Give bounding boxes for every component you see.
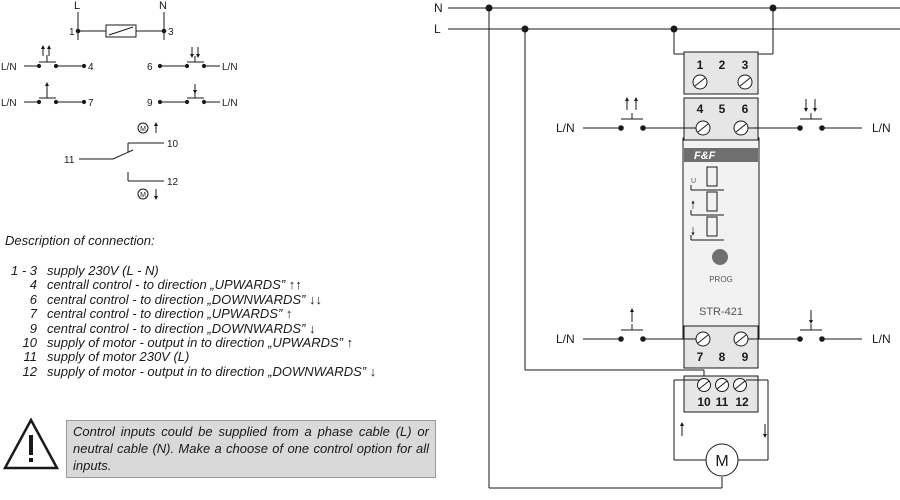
connection-code: 6 <box>29 291 37 307</box>
terminal-1: 1 <box>697 58 704 72</box>
warning-note: Control inputs could be supplied from a … <box>66 420 436 478</box>
list-item: 11 supply of motor 230V (L) <box>5 349 376 365</box>
connection-text: supply of motor 230V (L) <box>47 349 190 365</box>
terminal-10: 10 <box>697 395 711 409</box>
terminal-7: 7 <box>697 350 704 364</box>
connection-text: central control - to direction „DOWNWARD… <box>47 320 316 336</box>
description-title: Description of connection: <box>5 233 155 248</box>
schematic-terminal-3: 3 <box>168 27 174 38</box>
brand-logo: F&F <box>694 150 716 162</box>
terminal-3: 3 <box>742 58 749 72</box>
switch-dots-7-9 <box>618 336 825 342</box>
ln-label-6: L/N <box>872 121 891 135</box>
schematic-terminal-7: 7 <box>88 98 94 109</box>
schematic-input-6 <box>157 47 220 69</box>
list-item: 1 - 3 supply 230V (L - N) <box>5 263 376 278</box>
schematic-terminal-9: 9 <box>147 98 153 109</box>
model-label: STR-421 <box>699 306 743 318</box>
schematic-relay <box>79 122 164 200</box>
connection-code: 10 <box>22 335 37 351</box>
connection-code: 4 <box>29 277 37 293</box>
junction-n-2 <box>769 4 777 12</box>
connection-list: 1 - 3 supply 230V (L - N) 4 centrall contr… <box>5 263 377 379</box>
schematic-terminal-11: 11 <box>64 155 75 166</box>
schematic-ln-6: L/N <box>222 62 238 73</box>
junction-l-2 <box>670 25 678 33</box>
terminal-block-low <box>683 325 759 369</box>
brand-band <box>684 148 758 162</box>
schematic-label-l: L <box>74 0 80 12</box>
list-item: 6 central control - to direction „DOWNWAR… <box>5 291 376 307</box>
connection-text: supply 230V (L - N) <box>47 263 159 278</box>
schematic-input-7 <box>24 82 87 105</box>
ln-label-4: L/N <box>556 121 575 135</box>
terminal-4: 4 <box>697 102 704 116</box>
list-item: 9 central control - to direction „DOWNWAR… <box>5 320 376 336</box>
schematic-terminal-4: 4 <box>88 62 94 73</box>
terminal-2: 2 <box>719 58 726 72</box>
motor-symbol <box>705 443 739 477</box>
ln-label-7: L/N <box>556 332 575 346</box>
motor-wiring <box>673 379 769 461</box>
connection-text: central control - to direction „UPWARDS”… <box>47 306 293 322</box>
schematic-terminal-10: 10 <box>167 139 179 150</box>
connection-text: centrall control - to direction „UPWARDS… <box>47 277 302 293</box>
screw-row-top <box>692 74 753 90</box>
line-label-l: L <box>434 22 441 36</box>
connection-code: 12 <box>22 363 37 379</box>
schematic-terminal-1: 1 <box>69 27 75 38</box>
indicator-u-label: U <box>691 178 696 185</box>
connection-text: supply of motor - output in to direction… <box>47 363 377 379</box>
warning-triangle-icon <box>2 417 60 470</box>
device-body <box>682 137 760 339</box>
junction-n-1 <box>485 4 493 12</box>
terminal-11: 11 <box>716 395 729 409</box>
schematic-motor-up: M <box>140 126 146 133</box>
terminal-5: 5 <box>719 102 726 116</box>
terminal-9: 9 <box>742 350 749 364</box>
list-item: 4 centrall control - to direction „UPWARD… <box>5 277 376 293</box>
motor-label: M <box>715 453 728 470</box>
terminal-block-mid <box>683 97 759 141</box>
ln-label-9: L/N <box>872 332 891 346</box>
schematic-input-4 <box>24 45 87 69</box>
screw-row-motor <box>697 378 747 392</box>
schematic-label-n: N <box>159 0 167 12</box>
schematic-input-9 <box>157 84 220 105</box>
connection-code: 1 - 3 <box>10 263 37 278</box>
schematic-ln-7: L/N <box>1 98 17 109</box>
connection-code: 11 <box>23 349 38 365</box>
terminal-6: 6 <box>742 102 749 116</box>
connection-text: central control - to direction „DOWNWARD… <box>47 291 322 307</box>
terminal-8: 8 <box>719 350 726 364</box>
schematic-terminal-6: 6 <box>147 62 153 73</box>
screw-row-low <box>695 331 749 347</box>
terminal-12: 12 <box>735 395 749 409</box>
junction-l-1 <box>521 25 529 33</box>
schematic-terminal-12: 12 <box>167 177 179 188</box>
list-item: 12 supply of motor - output in to directi… <box>5 363 377 379</box>
indicator-panel <box>690 166 724 241</box>
schematic-ln-4: L/N <box>1 62 17 73</box>
schematic-motor-down: M <box>140 192 146 199</box>
list-item: 10 supply of motor - output in to directi… <box>5 335 376 351</box>
switch-4-6 <box>583 97 862 129</box>
schematic-ln-9: L/N <box>222 98 238 109</box>
supply-schematic <box>75 12 167 40</box>
connection-text: supply of motor - output in to direction… <box>47 335 354 351</box>
connection-code: 9 <box>29 320 37 336</box>
connection-code: 7 <box>29 306 37 322</box>
prog-label: PROG <box>709 275 733 284</box>
list-item: 7 central control - to direction „UPWARDS… <box>5 306 376 322</box>
switch-dots-4-6 <box>618 125 825 131</box>
line-label-n: N <box>434 1 443 15</box>
switch-7-9 <box>583 308 862 340</box>
prog-led[interactable] <box>712 249 728 265</box>
